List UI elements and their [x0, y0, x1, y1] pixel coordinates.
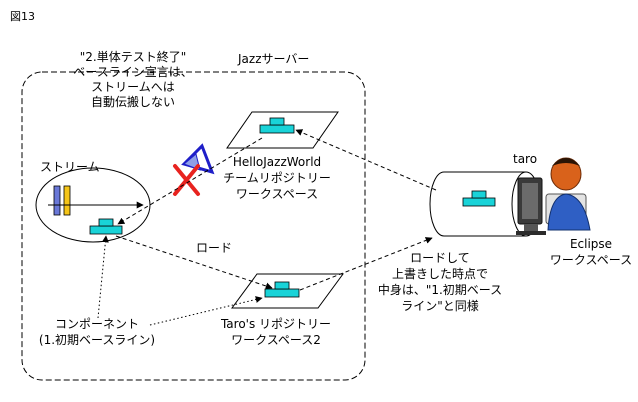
flow-eclipse-to-hello	[295, 129, 437, 191]
component-line-1: コンポーネント	[54, 317, 139, 331]
eclipse-line-1: Eclipse	[569, 237, 613, 251]
baseline-note-line-4: 自動伝搬しない	[90, 95, 175, 109]
stream-label: ストリーム	[40, 160, 100, 174]
load-label: ロード	[196, 241, 233, 255]
baseline-note-line-3: ストリームへは	[91, 80, 175, 94]
taro-repo-label: Taro's リポジトリー ワークスペース2	[206, 316, 346, 348]
flow-load-to-taro	[115, 235, 273, 290]
load-note-line-4: ライン"と同様	[401, 299, 479, 313]
flow-taro-to-eclipse	[299, 237, 433, 291]
hello-repo-line-3: ワークスペース	[235, 187, 319, 201]
component-label: コンポーネント (1.初期ベースライン)	[22, 316, 172, 348]
taro-component-block-icon	[264, 281, 300, 298]
component-line-2: (1.初期ベースライン)	[38, 333, 156, 347]
load-note-line-3: 中身は、"1.初期ベース	[377, 283, 503, 297]
taro-repo-line-1: Taro's リポジトリー	[220, 317, 332, 331]
baseline-note-line-2: ベースライン宣言は、	[73, 65, 193, 79]
hello-component-block-icon	[259, 117, 295, 134]
eclipse-component-block-icon	[462, 190, 496, 207]
baseline-note-line-1: "2.単体テスト終了"	[79, 50, 187, 64]
figure-label: 図13	[10, 10, 35, 23]
stream-component-block-icon	[89, 218, 123, 235]
eclipse-line-2: ワークスペース	[549, 253, 633, 267]
load-note-line-2: 上書きした時点で	[391, 267, 488, 281]
server-title: Jazzサーバー	[238, 52, 310, 66]
jazz-server-boundary	[21, 71, 366, 381]
pointer-component-to-taro	[149, 296, 263, 326]
load-note: ロードして 上書きした時点で 中身は、"1.初期ベース ライン"と同様	[370, 250, 510, 314]
hello-repo-label: HelloJazzWorld チームリポジトリー ワークスペース	[212, 154, 342, 202]
stream-bar-yellow	[63, 185, 71, 216]
load-note-line-1: ロードして	[410, 251, 470, 265]
hello-repo-line-2: チームリポジトリー	[223, 171, 331, 185]
baseline-note: "2.単体テスト終了" ベースライン宣言は、 ストリームへは 自動伝搬しない	[58, 50, 208, 110]
hello-repo-line-1: HelloJazzWorld	[232, 155, 322, 169]
user-name: taro	[513, 152, 538, 166]
user-at-computer-icon	[516, 157, 591, 235]
pointer-component-to-stream	[97, 235, 109, 319]
taro-repo-line-2: ワークスペース2	[231, 333, 321, 347]
stream-bar-blue	[53, 185, 61, 216]
cross-icon	[173, 164, 200, 196]
eclipse-label: Eclipse ワークスペース	[546, 236, 636, 268]
